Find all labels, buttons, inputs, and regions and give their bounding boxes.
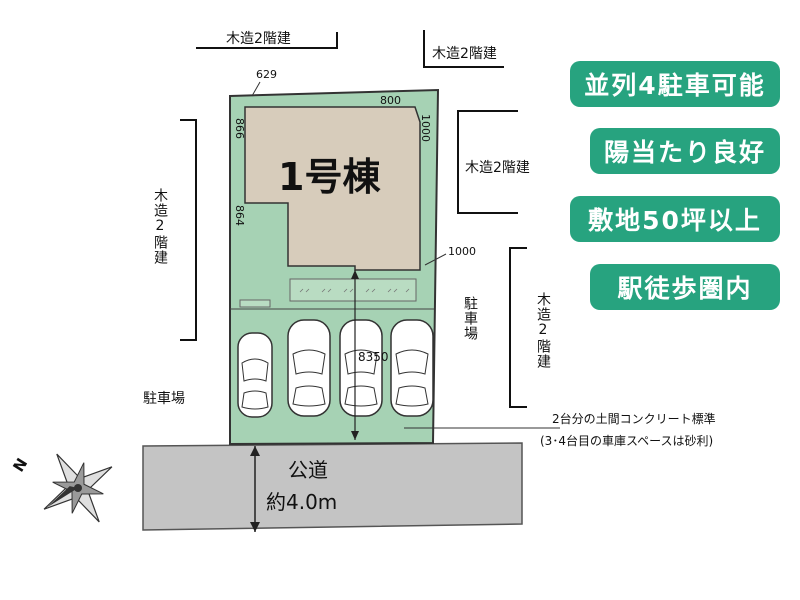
dimension-1000-corner: 1000 (448, 245, 476, 258)
neighbor-brackets (180, 30, 527, 408)
feature-badge-parking: 並列4駐車可能 (570, 61, 780, 107)
car-3 (339, 319, 383, 417)
parking-label-left: 駐車場 (143, 391, 185, 407)
dimension-629: 629 (256, 68, 277, 81)
planter-marks (299, 288, 410, 293)
road-name: 公道 (288, 458, 328, 482)
dimension-800: 800 (380, 94, 401, 107)
dimension-864: 864 (233, 205, 246, 226)
compass-icon (43, 453, 113, 523)
building-label: 1号棟 (278, 155, 381, 199)
meter-box (239, 299, 271, 308)
concrete-note-line2: (3･4台目の車庫スペースは砂利) (540, 434, 714, 448)
dimension-arrow-road (250, 446, 260, 532)
leader-1000-corner (424, 253, 447, 266)
neighbor-label-left: 木造2階建 (152, 188, 168, 265)
house-footprint (244, 106, 421, 271)
dimension-arrow-8350 (351, 270, 359, 440)
leader-629 (251, 81, 261, 97)
parking-label-right: 駐車場 (462, 296, 478, 341)
dimension-866: 866 (233, 118, 246, 139)
neighbor-label-top-left: 木造2階建 (226, 31, 291, 47)
planter-strip (289, 278, 417, 302)
car-2 (287, 319, 331, 417)
neighbor-label-top-right: 木造2階建 (432, 46, 497, 62)
dimension-8350: 8350 (358, 350, 389, 364)
feature-badge-sunlight: 陽当たり良好 (590, 128, 780, 174)
neighbor-label-right-lower: 木造2階建 (535, 292, 551, 369)
car-4 (390, 319, 434, 417)
road-width: 約4.0m (266, 490, 338, 514)
feature-badge-lot-size: 敷地50坪以上 (570, 196, 780, 242)
concrete-note-line1: 2台分の土間コンクリート標準 (552, 412, 716, 426)
dimension-1000-right: 1000 (419, 114, 432, 142)
car-1 (237, 332, 273, 418)
neighbor-label-right-upper: 木造2階建 (465, 160, 530, 176)
feature-badge-station: 駅徒歩圏内 (590, 264, 780, 310)
